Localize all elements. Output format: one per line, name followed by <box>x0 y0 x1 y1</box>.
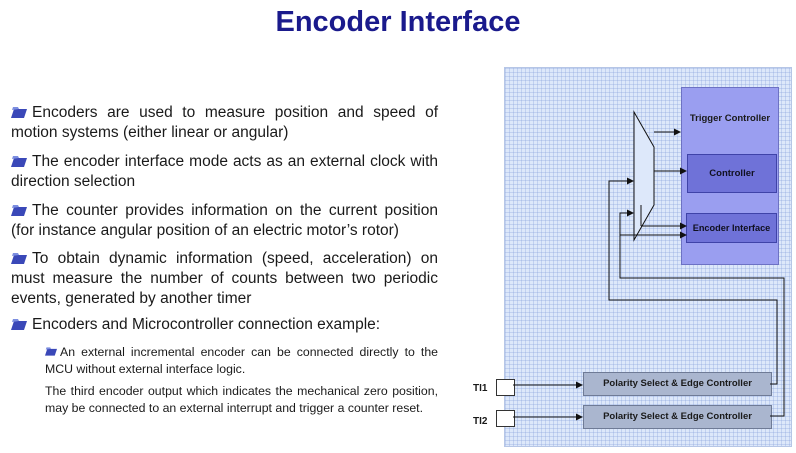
bullet-text: The encoder interface mode acts as an ex… <box>11 153 438 190</box>
page-title: Encoder Interface <box>275 6 521 38</box>
bullet-item: The counter provides information on the … <box>11 201 438 241</box>
polarity-select-block-2: Polarity Select & Edge Controller <box>583 405 772 429</box>
encoder-interface-block: Encoder Interface <box>686 213 777 243</box>
ti2-input-box <box>496 410 515 427</box>
bullet-text: Encoders and Microcontroller connection … <box>32 316 381 333</box>
sub-bullet-item: An external incremental encoder can be c… <box>45 344 438 378</box>
trigger-controller-label: Trigger Controller <box>689 113 771 124</box>
folder-icon <box>11 205 27 216</box>
ti2-label: TI2 <box>473 416 488 427</box>
bullet-item: To obtain dynamic information (speed, ac… <box>11 249 438 309</box>
bullet-text: The counter provides information on the … <box>11 202 438 239</box>
controller-block: Controller <box>687 154 777 193</box>
sub-bullet-text: An external incremental encoder can be c… <box>45 345 438 376</box>
bullet-text: To obtain dynamic information (speed, ac… <box>11 250 438 307</box>
folder-icon <box>45 347 57 356</box>
folder-icon <box>11 156 27 167</box>
bullet-item: Encoders are used to measure position an… <box>11 103 438 143</box>
ti1-input-box <box>496 379 515 396</box>
polarity1-feedback-wire <box>608 177 778 385</box>
bullet-list: Encoders are used to measure position an… <box>11 103 438 343</box>
folder-icon <box>11 253 27 264</box>
polarity-select-block-1: Polarity Select & Edge Controller <box>583 372 772 396</box>
folder-icon <box>11 107 27 118</box>
sub-bullet-text: The third encoder output which indicates… <box>45 384 438 415</box>
folder-icon <box>11 319 27 330</box>
sub-bullet-item: The third encoder output which indicates… <box>45 383 438 417</box>
ti1-label: TI1 <box>473 383 488 394</box>
bullet-item: The encoder interface mode acts as an ex… <box>11 152 438 192</box>
bullet-item: Encoders and Microcontroller connection … <box>11 315 438 335</box>
polarity2-feedback-wire <box>619 209 785 417</box>
multiplexer <box>633 110 655 242</box>
bullet-text: Encoders are used to measure position an… <box>11 104 438 141</box>
